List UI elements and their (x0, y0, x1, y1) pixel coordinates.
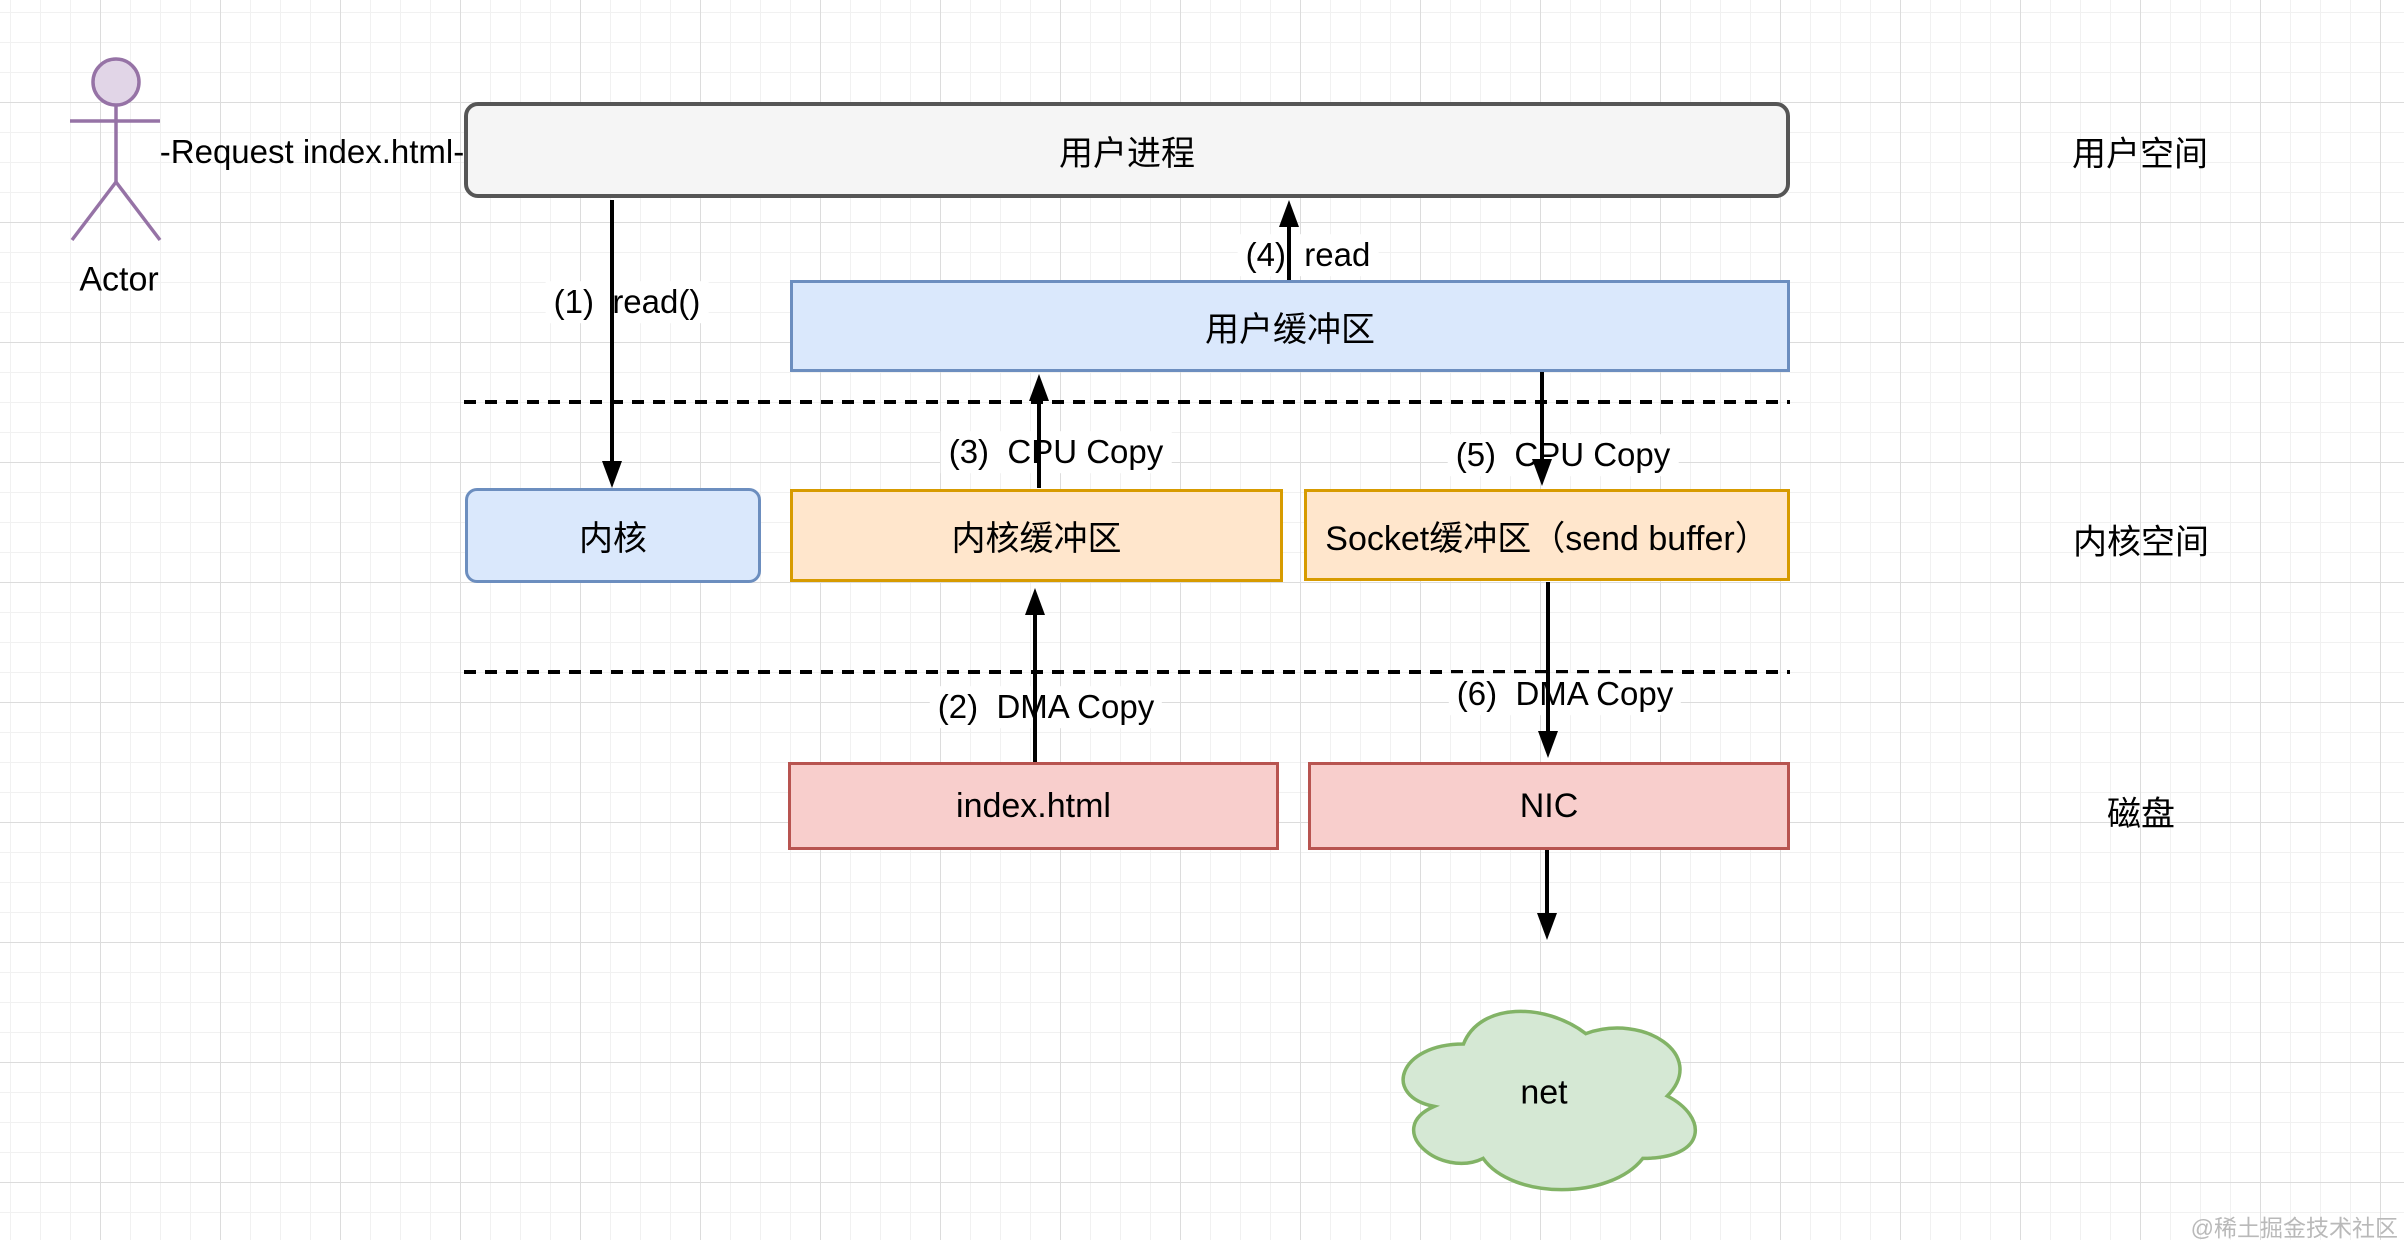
arrow-5-head-icon (1532, 459, 1552, 486)
arrow-4-line (1287, 222, 1291, 280)
user-buffer-box: 用户缓冲区 (790, 280, 1790, 372)
actor-label: Actor (79, 260, 159, 299)
kernel-space-label: 内核空间 (2073, 523, 2209, 562)
arrow-6-line (1546, 582, 1550, 733)
arrow-nic-net-head-icon (1537, 913, 1557, 940)
step-4-label: (4) read (1237, 234, 1379, 276)
user-kernel-separator-line (464, 400, 1790, 404)
nic-label: NIC (1519, 786, 1579, 825)
user-process-box: 用户进程 (464, 102, 1790, 198)
user-space-label: 用户空间 (2072, 135, 2208, 174)
kernel-buffer-box: 内核缓冲区 (790, 489, 1283, 582)
net-label: net (1520, 1073, 1568, 1112)
arrow-2-head-icon (1025, 588, 1045, 615)
user-buffer-label: 用户缓冲区 (1205, 310, 1375, 349)
step-5-label: (5) CPU Copy (1447, 434, 1679, 476)
arrow-3-line (1037, 396, 1041, 488)
request-label: -Request index.html- (159, 133, 465, 171)
step-3-label: (3) CPU Copy (940, 431, 1172, 473)
nic-box: NIC (1308, 762, 1790, 850)
arrow-3-head-icon (1029, 374, 1049, 401)
actor-icon (70, 57, 162, 242)
index-html-box: index.html (788, 762, 1279, 850)
step-1-label: (1) read() (545, 281, 709, 323)
step-2-label: (2) DMA Copy (929, 686, 1163, 728)
arrow-5-line (1540, 372, 1544, 462)
net-cloud-shape (1401, 1009, 1697, 1192)
socket-buffer-label: Socket缓冲区（send buffer） (1325, 519, 1769, 558)
kernel-buffer-label: 内核缓冲区 (951, 520, 1122, 558)
kernel-box: 内核 (465, 488, 761, 583)
kernel-disk-separator-line (464, 670, 1790, 674)
watermark: @稀土掘金技术社区 (2190, 1215, 2398, 1240)
arrow-1-head-icon (602, 461, 622, 488)
arrow-4-head-icon (1279, 200, 1299, 227)
index-html-label: index.html (956, 786, 1111, 825)
socket-buffer-box: Socket缓冲区（send buffer） (1304, 489, 1790, 581)
arrow-1-line (610, 200, 614, 464)
disk-label: 磁盘 (2107, 795, 2175, 834)
step-6-label: (6) DMA Copy (1448, 673, 1682, 715)
kernel-label: 内核 (579, 520, 647, 558)
arrow-6-head-icon (1538, 731, 1558, 758)
arrow-2-line (1033, 610, 1037, 762)
arrow-nic-net-line (1545, 850, 1549, 916)
user-process-label: 用户进程 (1059, 134, 1195, 173)
